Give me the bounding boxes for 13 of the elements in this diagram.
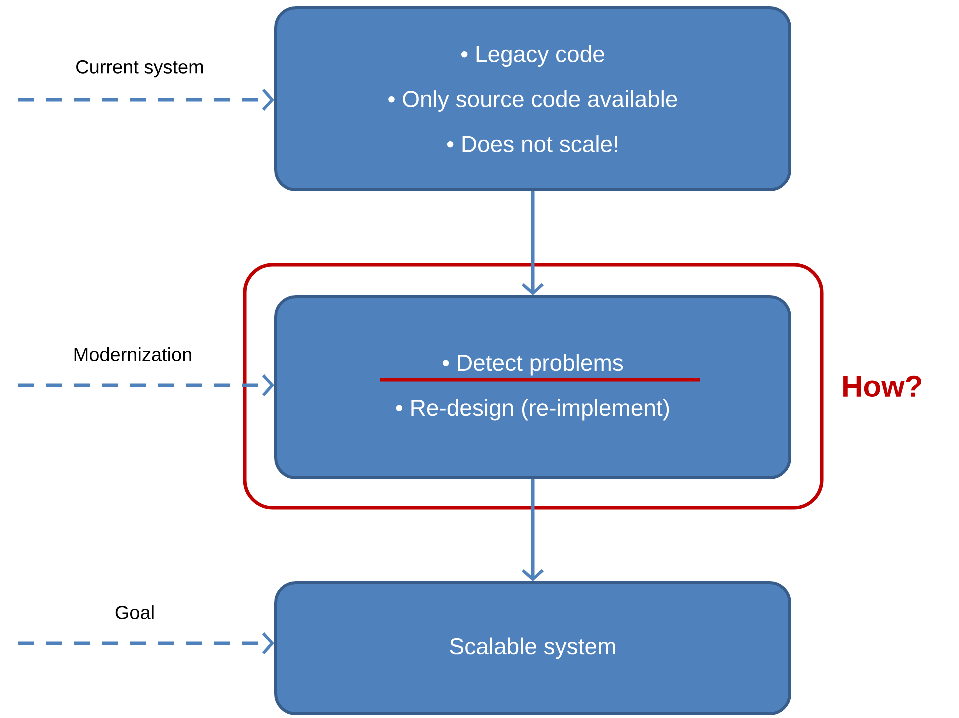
- edge-label: Current system: [76, 60, 204, 78]
- process-box: • Legacy code • Only source code available • Does not scale!: [274, 6, 792, 192]
- arrow: [18, 632, 274, 655]
- process-box: • Detect problems • Re-design (re-implement): [274, 296, 792, 480]
- arrow: [522, 192, 544, 296]
- edge-label: Goal: [116, 606, 154, 620]
- arrow: [18, 374, 274, 397]
- arrow: [18, 89, 274, 111]
- arrow: [522, 480, 544, 582]
- highlight-frame: [243, 263, 824, 510]
- process-box: Scalable system: [274, 582, 792, 716]
- question-label: How?: [844, 376, 922, 398]
- edge-label: Modernization: [74, 348, 192, 362]
